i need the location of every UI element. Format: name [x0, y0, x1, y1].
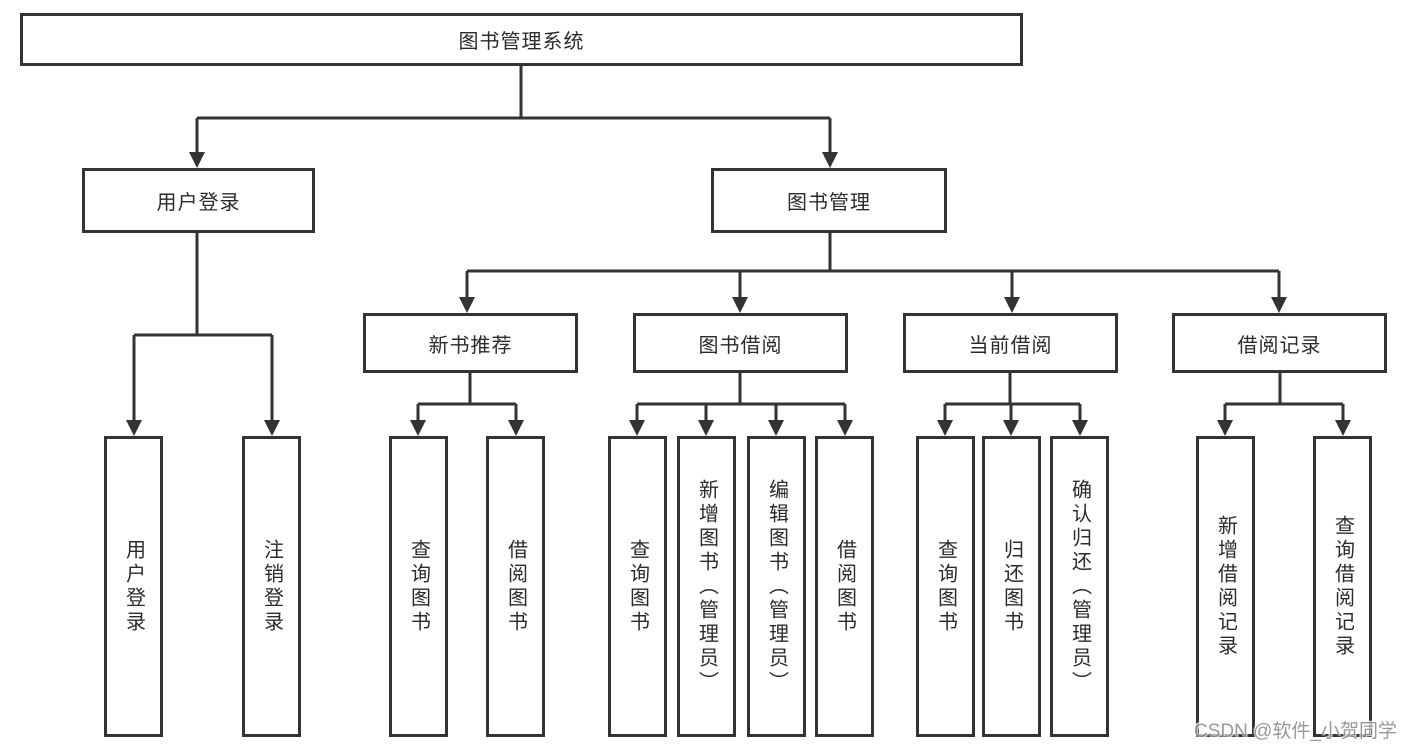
leaf-current-query-books: 查询图书 [916, 436, 975, 737]
node-book-management: 图书管理 [711, 168, 947, 233]
node-current-borrow: 当前借阅 [903, 313, 1118, 373]
leaf-borrow-borrow-books: 借阅图书 [815, 436, 874, 737]
node-book-borrow: 图书借阅 [633, 313, 848, 373]
leaf-borrow-add-books-admin: 新增图书（管理员） [677, 436, 736, 737]
leaf-current-confirm-return-admin: 确认归还（管理员） [1050, 436, 1109, 737]
leaf-newbook-query-books: 查询图书 [389, 436, 448, 737]
node-user-login: 用户登录 [82, 168, 315, 233]
leaf-records-query-record: 查询借阅记录 [1313, 436, 1372, 737]
node-borrow-records: 借阅记录 [1172, 313, 1387, 373]
leaf-borrow-edit-books-admin: 编辑图书（管理员） [747, 436, 806, 737]
leaf-records-add-record: 新增借阅记录 [1196, 436, 1255, 737]
leaf-newbook-borrow-books: 借阅图书 [486, 436, 545, 737]
leaf-current-return-books: 归还图书 [982, 436, 1041, 737]
arrowheads [126, 152, 1351, 436]
node-new-book-recommend: 新书推荐 [363, 313, 578, 373]
leaf-borrow-query-books: 查询图书 [608, 436, 667, 737]
leaf-user-login: 用户登录 [104, 436, 163, 737]
node-root-library-system: 图书管理系统 [20, 13, 1023, 66]
leaf-logout: 注销登录 [242, 436, 301, 737]
